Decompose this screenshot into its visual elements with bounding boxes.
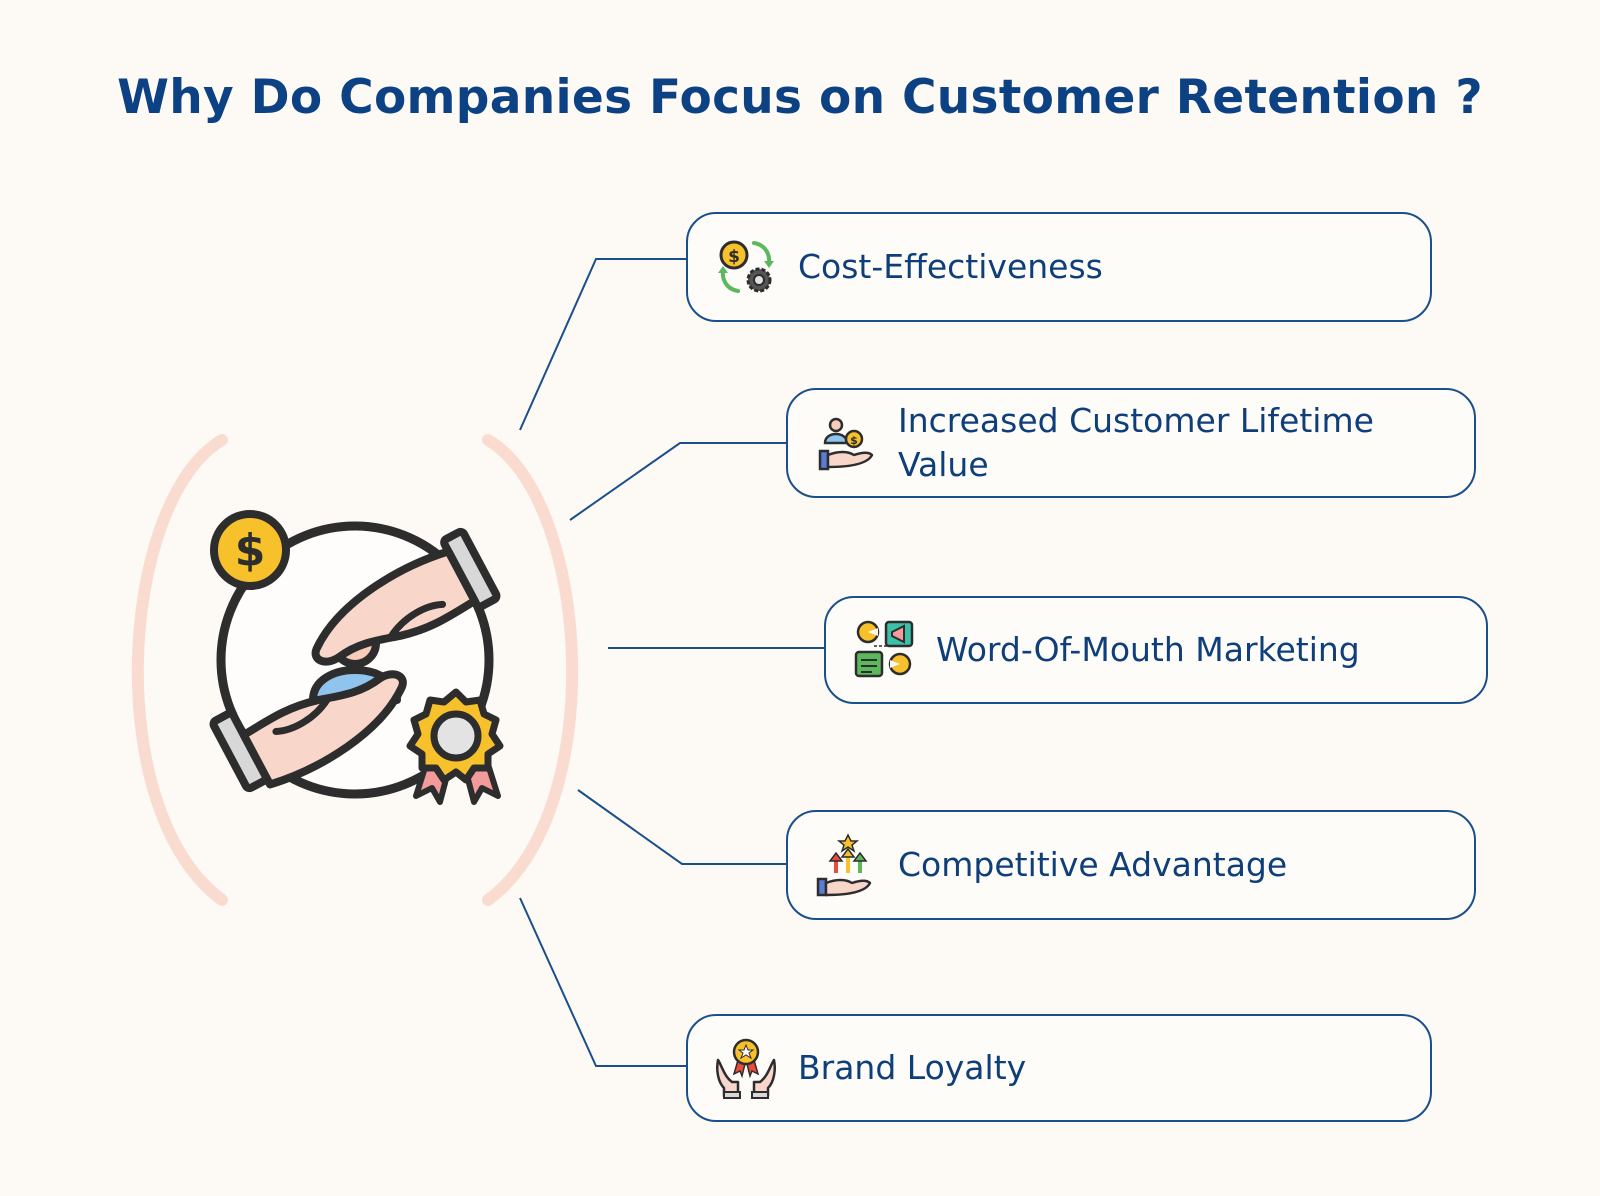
- card-label: Competitive Advantage: [898, 845, 1288, 884]
- page-title: Why Do Companies Focus on Customer Reten…: [117, 70, 1483, 125]
- svg-text:$: $: [850, 434, 858, 447]
- hand-customer-coin-icon: $: [814, 411, 878, 475]
- right-bracket: [482, 434, 579, 906]
- hub-illustration: $: [131, 434, 579, 906]
- card-cost-effectiveness: $ Cost-Effectiveness: [686, 212, 1432, 322]
- megaphone-chat-icon: [852, 618, 916, 682]
- svg-text:$: $: [235, 525, 266, 576]
- card-competitive-advantage: Competitive Advantage: [786, 810, 1476, 920]
- customer-retention-hands-icon: $: [209, 510, 504, 805]
- coin-gear-cycle-icon: $: [714, 235, 778, 299]
- card-label: Word-Of-Mouth Marketing: [936, 630, 1360, 669]
- card-lifetime-value: $ Increased Customer Lifetime Value: [786, 388, 1476, 498]
- hand-growth-arrows-icon: [814, 833, 878, 897]
- connector-competitive: [577, 789, 786, 865]
- card-label: Increased Customer Lifetime Value: [898, 401, 1374, 484]
- connector-cost: [519, 258, 686, 431]
- svg-text:$: $: [728, 247, 740, 267]
- card-label: Brand Loyalty: [798, 1048, 1027, 1087]
- hands-award-icon: [714, 1036, 778, 1100]
- card-word-of-mouth: Word-Of-Mouth Marketing: [824, 596, 1488, 704]
- card-label: Cost-Effectiveness: [798, 247, 1103, 286]
- connector-brand: [519, 897, 686, 1067]
- left-bracket: [131, 434, 228, 906]
- card-brand-loyalty: Brand Loyalty: [686, 1014, 1432, 1122]
- connector-lifetime: [569, 442, 786, 521]
